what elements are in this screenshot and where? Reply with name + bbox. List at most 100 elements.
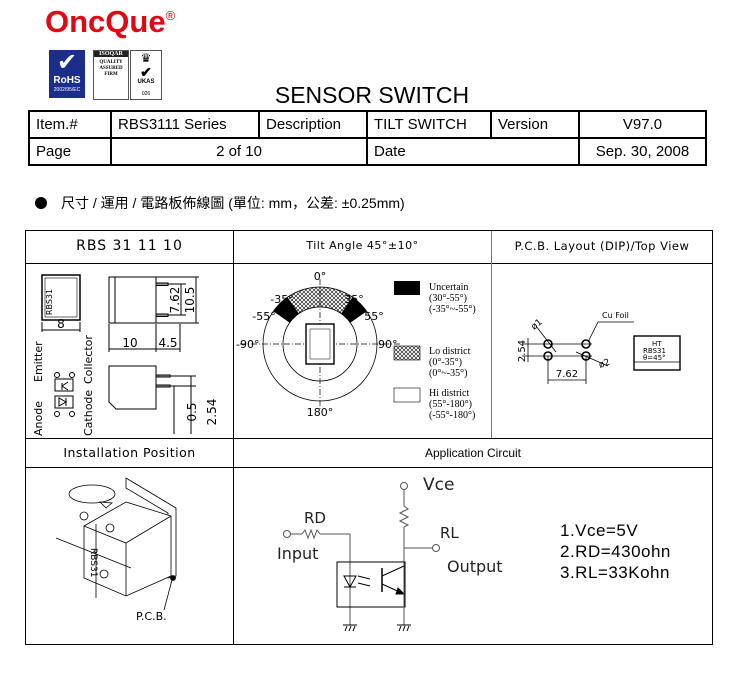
legend-range: (0°~-35°): [429, 368, 468, 379]
divider: [26, 467, 712, 468]
installation-part-marking: RBS31: [88, 548, 98, 577]
ukas-label: UKAS: [137, 79, 155, 85]
legend-swatch-uncertain: [394, 281, 420, 295]
legend-lo-district: Lo district (0°-35°) (0°~-35°): [429, 346, 470, 379]
description-value: TILT SWITCH: [366, 110, 492, 139]
part-side-view: [108, 276, 157, 324]
rl-resistor: [398, 505, 410, 528]
angle-pos55: 55°: [364, 310, 384, 323]
dim-width: 8: [57, 317, 65, 331]
spec-vce: 1.Vce=5V: [560, 521, 639, 540]
pin-label-anode: Anode: [32, 401, 45, 436]
date-value: Sep. 30, 2008: [578, 137, 707, 166]
description-label: Description: [258, 110, 368, 139]
version-value: V97.0: [578, 110, 707, 139]
item-value: RBS3111 Series: [110, 110, 260, 139]
part-marking: RBS31: [45, 289, 54, 315]
pcb-title: P.C.B. Layout (DIP)/Top View: [514, 239, 690, 253]
version-label: Version: [490, 110, 580, 139]
circuit-title: Application Circuit: [424, 446, 522, 460]
section-heading: 尺寸 / 運用 / 電路板佈線圖 (單位: mm，公差: ±0.25mm): [35, 193, 405, 213]
cu-foil-label: Cu Foil: [602, 311, 629, 320]
tilt-diagram: 0° -35° 35° -55° 55° -90° 90° 180°: [236, 270, 421, 419]
isoqar-line: ASSURED: [99, 66, 123, 71]
header-table: Item.# RBS3111 Series Description TILT S…: [28, 110, 707, 166]
tilt-title: Tilt Angle 45°±10°: [306, 239, 419, 252]
angle-0: 0°: [314, 270, 327, 283]
spec-rd: 2.RD=430ohn: [560, 542, 671, 561]
output-label: Output: [447, 557, 503, 576]
dim-lead-spacing: 2.54: [205, 399, 219, 426]
dimension-drawing: 8 10 4.5 7.62 10.5 0.5 2.54 RBS31 Anode …: [32, 274, 219, 436]
optocoupler-box: [336, 561, 406, 608]
legend-swatch-hi: [393, 387, 421, 403]
led-icon: [343, 575, 357, 589]
isoqar-line: FIRM: [104, 72, 118, 77]
page-value: 2 of 10: [110, 137, 368, 166]
pin-label-emitter: Emitter: [32, 341, 45, 382]
ukas-sub: 026: [141, 91, 151, 97]
hole-dia-1: ø1: [530, 317, 545, 332]
pin-label-cathode: Cathode: [82, 390, 95, 436]
divider: [26, 438, 712, 439]
part-top-view: [41, 274, 81, 321]
legend-range: (-35°~-55°): [429, 304, 476, 315]
rotation-arrow-icon: [68, 484, 116, 504]
legend-uncertain: Uncertain (30°-55°) (-35°~-55°): [429, 282, 476, 315]
circuit-specs: 1.Vce=5V 2.RD=430ohn 3.RL=33Kohn: [560, 520, 671, 583]
pitch-vertical: 2.54: [517, 340, 528, 362]
brand-logo: OncQue®: [45, 4, 175, 40]
angle-neg90: -90°: [236, 338, 259, 351]
crown-icon: ♛: [140, 51, 152, 65]
installation-title: Installation Position: [63, 445, 196, 460]
spec-grid: RBS 31 11 10 Tilt Angle 45°±10° P.C.B. L…: [25, 230, 713, 645]
pcb-part-outline: [633, 335, 681, 371]
isoqar-label: ISOQAR: [94, 51, 128, 57]
bullet-icon: [35, 197, 47, 209]
pin-label-collector: Collector: [82, 335, 95, 384]
angle-neg55: -55°: [252, 310, 275, 323]
rd-label: RD: [304, 509, 326, 527]
pitch-horizontal: 7.62: [556, 369, 578, 380]
legend-hi-district: Hi district (55°-180°) (-55°-180°): [429, 388, 475, 421]
dimensions-title: RBS 31 11 10: [76, 238, 183, 254]
rl-label: RL: [440, 524, 459, 542]
rohs-logo: ✔ RoHS 2002/95/EC: [49, 50, 85, 98]
dim-height: 10.5: [183, 287, 197, 314]
rohs-sub: 2002/95/EC: [53, 87, 81, 93]
dim-lead-width: 0.5: [185, 402, 199, 421]
divider: [491, 231, 492, 438]
angle-pos90: 90°: [378, 338, 398, 351]
rd-resistor: [301, 528, 321, 540]
legend-name: Lo district: [429, 346, 471, 357]
legend-range: (55°-180°): [429, 399, 472, 410]
legend-swatch-lo: [393, 345, 421, 361]
ukas-logo: ♛ ✔ UKAS 026: [130, 50, 162, 100]
spec-rl: 3.RL=33Kohn: [560, 563, 670, 582]
checkmark-icon: ✔: [56, 49, 78, 76]
dim-pin-pitch: 7.62: [168, 287, 182, 314]
divider: [233, 231, 234, 644]
uncertain-zone-right: [341, 297, 367, 323]
date-label: Date: [366, 137, 580, 166]
rohs-label: RoHS: [53, 75, 81, 86]
section-heading-text: 尺寸 / 運用 / 電路板佈線圖 (單位: mm，公差: ±0.25mm): [61, 195, 405, 211]
sensor-icon: [305, 323, 335, 365]
pcb-layout-drawing: Cu Foil ø1 ø2 2.54 7.62 HT RBS31 θ=45°: [517, 311, 681, 384]
legend-range: (-55°-180°): [429, 410, 476, 421]
divider: [26, 263, 712, 264]
dim-body-length: 10: [122, 336, 137, 350]
legend-name: Hi district: [429, 388, 470, 399]
part-front-view: [108, 365, 157, 410]
uncertain-zone-left: [273, 297, 299, 323]
pcb-mark-ht: HT: [652, 340, 662, 348]
angle-neg35: -35°: [270, 293, 293, 306]
pcb-mark-angle: θ=45°: [643, 354, 666, 362]
pcb-label: P.C.B.: [136, 610, 167, 623]
hole-dia-2: ø2: [598, 358, 612, 371]
pcb-mark-model: RBS31: [643, 347, 666, 355]
dim-lead-length: 4.5: [158, 336, 177, 350]
angle-pos35: 35°: [344, 293, 364, 306]
page-label: Page: [28, 137, 112, 166]
legend-range: (30°-55°): [429, 293, 467, 304]
